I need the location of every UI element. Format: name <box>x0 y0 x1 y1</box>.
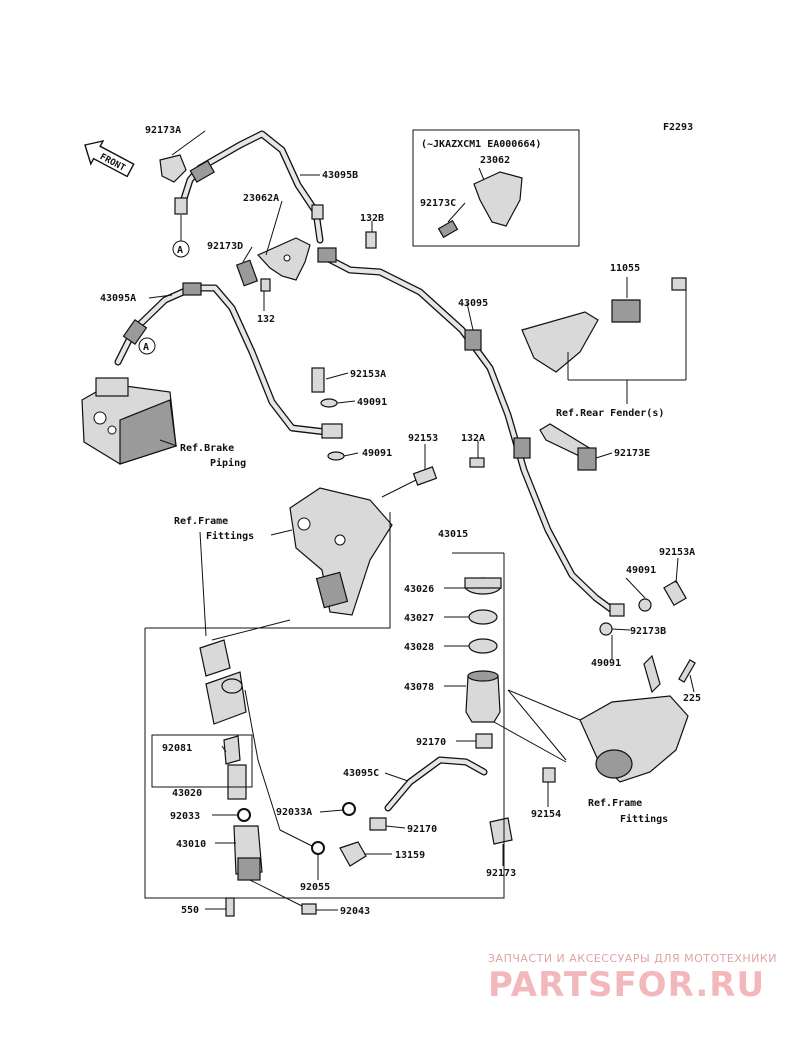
ref-rear-fender: Ref.Rear Fender(s) <box>556 408 664 419</box>
banjo-bolt-92153A <box>311 367 345 461</box>
watermark-logo: PARTSFOR.RU <box>488 965 765 1005</box>
label-43015: 43015 <box>438 529 468 540</box>
master-cylinder <box>199 639 317 917</box>
leader-lines <box>148 130 695 911</box>
label-92081: 92081 <box>162 743 192 754</box>
clip-92173 <box>489 817 513 845</box>
label-43095: 43095 <box>458 298 488 309</box>
variant-box: (~JKAZXCM1 EA000664) <box>412 129 580 247</box>
label-92170-a: 92170 <box>416 737 446 748</box>
label-23062: 23062 <box>480 155 510 166</box>
bolt-132B <box>365 231 377 249</box>
reservoir-assembly <box>464 577 502 723</box>
label-132A: 132A <box>461 433 485 444</box>
hose-43095B <box>174 130 324 244</box>
label-49091-d: 49091 <box>591 658 621 669</box>
label-49091-c: 49091 <box>626 565 656 576</box>
svg-text:A: A <box>143 342 149 353</box>
frame-bracket-upper <box>289 487 393 616</box>
label-43027: 43027 <box>404 613 434 624</box>
ref-circle-a-top: A <box>172 215 190 258</box>
label-43026: 43026 <box>404 584 434 595</box>
label-92153: 92153 <box>408 433 438 444</box>
hose-43095A <box>114 282 343 439</box>
label-92173A: 92173A <box>145 125 181 136</box>
part-labels: 92173A 43095B 23062A 132B 92173D 132 430… <box>100 125 701 917</box>
bolt-92154 <box>542 767 556 783</box>
svg-text:A: A <box>177 245 183 256</box>
label-92173B: 92173B <box>630 626 666 637</box>
label-92173C: 92173C <box>420 198 456 209</box>
label-550: 550 <box>181 905 199 916</box>
label-43010: 43010 <box>176 839 206 850</box>
ref-brake-line2: Piping <box>210 457 246 469</box>
label-92033: 92033 <box>170 811 200 822</box>
label-225: 225 <box>683 693 701 704</box>
fender-bracket-11055 <box>521 277 687 404</box>
ref-circle-a-mid: A <box>138 337 156 355</box>
label-43095C: 43095C <box>343 768 379 779</box>
ref-brake-line1: Ref.Brake <box>180 443 234 454</box>
bracket-23062A <box>235 237 311 287</box>
reference-labels: Ref.Brake Piping Ref.Frame Fittings Ref.… <box>174 408 668 825</box>
label-92154: 92154 <box>531 809 561 820</box>
label-11055: 11055 <box>610 263 640 274</box>
ref-frame1-line2: Fittings <box>206 530 254 542</box>
clip-92173A <box>159 154 187 183</box>
watermark-line1: ЗАПЧАСТИ И АКСЕССУАРЫ ДЛЯ МОТОТЕХНИКИ <box>488 952 777 965</box>
label-92173D: 92173D <box>207 241 243 252</box>
label-43020: 43020 <box>172 788 202 799</box>
front-arrow-icon: FRONT <box>84 139 135 178</box>
abs-unit <box>81 377 177 465</box>
label-92173: 92173 <box>486 868 516 879</box>
diagram-code: F2293 <box>663 122 693 133</box>
label-92055: 92055 <box>300 882 330 893</box>
label-92033A: 92033A <box>276 807 312 818</box>
bolt-132A <box>469 457 485 468</box>
caliper-frame-fittings <box>579 654 696 783</box>
label-49091-a: 49091 <box>357 397 387 408</box>
label-23062A: 23062A <box>243 193 279 204</box>
watermark: ЗАПЧАСТИ И АКСЕССУАРЫ ДЛЯ МОТОТЕХНИКИ PA… <box>488 952 777 1005</box>
label-92173E: 92173E <box>614 448 650 459</box>
label-43095B: 43095B <box>322 170 358 181</box>
label-49091-b: 49091 <box>362 448 392 459</box>
label-43028: 43028 <box>404 642 434 653</box>
bolt-92153 <box>412 466 438 486</box>
label-132B: 132B <box>360 213 384 224</box>
variant-note: (~JKAZXCM1 EA000664) <box>421 139 541 150</box>
label-92043: 92043 <box>340 906 370 917</box>
bolt-132 <box>260 278 271 292</box>
bracket-92173E <box>539 423 597 471</box>
label-92170-b: 92170 <box>407 824 437 835</box>
label-92153A: 92153A <box>350 369 386 380</box>
ref-frame1-line1: Ref.Frame <box>174 516 228 527</box>
ref-frame2-line2: Fittings <box>620 813 668 825</box>
ref-frame2-line1: Ref.Frame <box>588 798 642 809</box>
assembly-frame <box>144 512 505 899</box>
hose-43095C <box>369 733 493 831</box>
label-92153A-right: 92153A <box>659 547 695 558</box>
label-43095A: 43095A <box>100 293 136 304</box>
label-13159: 13159 <box>395 850 425 861</box>
banjo-bolt-92153A-right <box>599 580 687 636</box>
hose-43095 <box>317 247 625 617</box>
label-132: 132 <box>257 314 275 325</box>
label-43078: 43078 <box>404 682 434 693</box>
